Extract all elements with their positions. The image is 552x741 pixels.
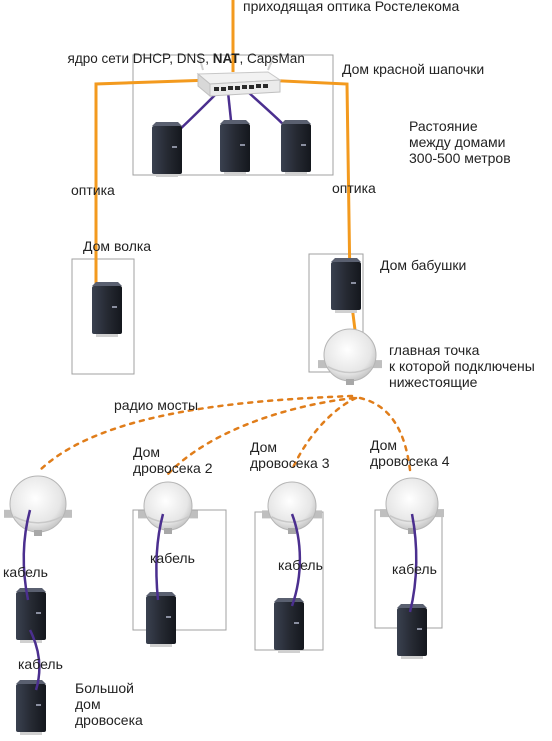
main-point-label: главная точка к которой подключены нижес… (389, 342, 535, 390)
remote-cables (22, 509, 418, 691)
house-frames (71, 54, 443, 651)
woodcutter3-house-label: Дом дровосека 3 (250, 439, 330, 471)
fiber-left-label: оптика (71, 182, 115, 198)
big-woodcutter-house-label: Большой дом дровосека (75, 680, 143, 728)
router-red-house-1 (152, 122, 182, 177)
router-woodcutter1 (16, 588, 46, 643)
dish-woodcutter2 (138, 481, 198, 534)
dishes-layer (4, 328, 444, 536)
dish-woodcutter3 (262, 481, 322, 534)
core-network-nat: NAT (212, 51, 240, 66)
cable-label-woodcutter4: кабель (392, 561, 437, 577)
router-woodcutter3 (274, 598, 304, 653)
router-grandma-house (331, 258, 361, 313)
router-red-house-2 (220, 120, 250, 175)
incoming-fiber-label: приходящая оптика Ростелекома (243, 0, 460, 14)
cable-label-woodcutter2: кабель (150, 550, 195, 566)
fiber-to-wolf-line (94, 78, 213, 316)
core-network-sep: , (239, 51, 248, 66)
radio-bridges-label: радио мосты (114, 397, 199, 413)
routers-layer (16, 120, 427, 735)
fiber-to-grandma-line (261, 78, 352, 287)
core-network-capsman: CapsMan (247, 51, 305, 66)
distance-note-label: Растояние между домами 300-500 метров (409, 118, 511, 166)
cable-label-woodcutter3: кабель (278, 557, 323, 573)
router-red-house-3 (281, 120, 311, 175)
dish-woodcutter4 (380, 477, 444, 534)
fiber-right-label: оптика (332, 180, 376, 196)
woodcutter4-house-label: Дом дровосека 4 (370, 437, 450, 469)
grandma-house-label: Дом бабушки (380, 257, 467, 273)
dish-woodcutter1 (4, 475, 72, 536)
core-network-prefix: ядро сети DHCP, DNS, (67, 51, 213, 66)
wolf-house-frame (71, 258, 135, 375)
main-point-dish (318, 328, 382, 385)
cable-label-big-house: кабель (18, 656, 63, 672)
red-riding-hood-house-label: Дом красной шапочки (342, 61, 485, 77)
router-big-house (16, 680, 46, 735)
router-woodcutter4 (397, 604, 427, 659)
core-network-label: ядро сети DHCP, DNS, NAT, CapsMan (60, 35, 305, 67)
core-switch (196, 55, 282, 98)
woodcutter2-house-label: Дом дровосека 2 (133, 444, 213, 476)
router-woodcutter2 (146, 592, 176, 647)
router-wolf-house (92, 282, 122, 337)
cable-label-woodcutter1: кабель (3, 564, 48, 580)
radio-bridge-lines (36, 394, 412, 476)
wolf-house-label: Дом волка (83, 238, 152, 254)
